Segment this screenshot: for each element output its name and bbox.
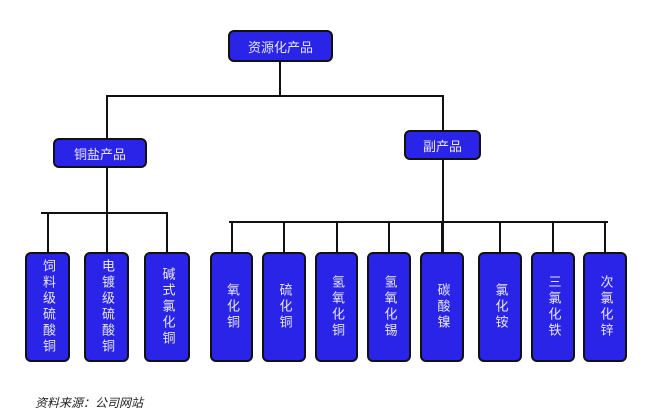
node-label: 饲料级硫酸铜 [40,259,55,355]
node-label: 资源化产品 [247,40,313,56]
leaf-node: 氧化铜 [210,252,253,362]
node-label: 氯化铵 [492,283,508,331]
node-label: 副产品 [422,139,462,155]
connector [46,212,49,252]
node-label: 铜盐产品 [73,147,126,163]
leaf-node: 饲料级硫酸铜 [25,252,70,362]
leaf-node: 氢氧化铜 [315,252,358,362]
connector [166,212,168,252]
leaf-node: 碳酸镍 [420,252,464,362]
leaf-node: 电镀级硫酸铜 [84,252,129,362]
connector [106,95,108,138]
leaf-node: 氢氧化锡 [367,252,411,362]
node-label: 氧化铜 [224,283,239,331]
leaf-node: 氯化铵 [478,252,522,362]
node-label: 电镀级硫酸铜 [99,259,114,355]
source-note: 资料来源：公司网站 [35,396,144,410]
connector [106,95,444,97]
connector [604,221,606,252]
connector [499,221,501,252]
connector [283,221,285,252]
node-label: 碳酸镍 [434,283,450,331]
leaf-node: 硫化铜 [262,252,306,362]
connector [335,221,338,252]
connector [388,221,390,252]
connector [41,212,166,214]
connector [442,95,444,130]
node-label: 碱式氯化铜 [159,267,175,347]
leaf-node: 次氯化锌 [583,252,627,362]
leaf-node: 三氯化铁 [531,252,575,362]
connector [106,168,108,213]
connector [105,212,108,252]
node-label: 氢氧化铜 [329,275,344,339]
node-label: 三氯化铁 [545,275,561,339]
node-label: 氢氧化锡 [381,275,397,339]
node-label: 次氯化锌 [597,275,613,339]
connector [279,62,281,96]
connector [229,221,608,223]
connector [441,221,443,252]
connector [552,221,554,252]
branch-node-copper-salts: 铜盐产品 [53,138,147,168]
node-label: 硫化铜 [276,283,292,331]
branch-node-byproducts: 副产品 [404,130,481,160]
root-node: 资源化产品 [228,30,333,62]
connector [442,160,444,252]
leaf-node: 碱式氯化铜 [144,252,190,362]
connector [230,221,233,252]
